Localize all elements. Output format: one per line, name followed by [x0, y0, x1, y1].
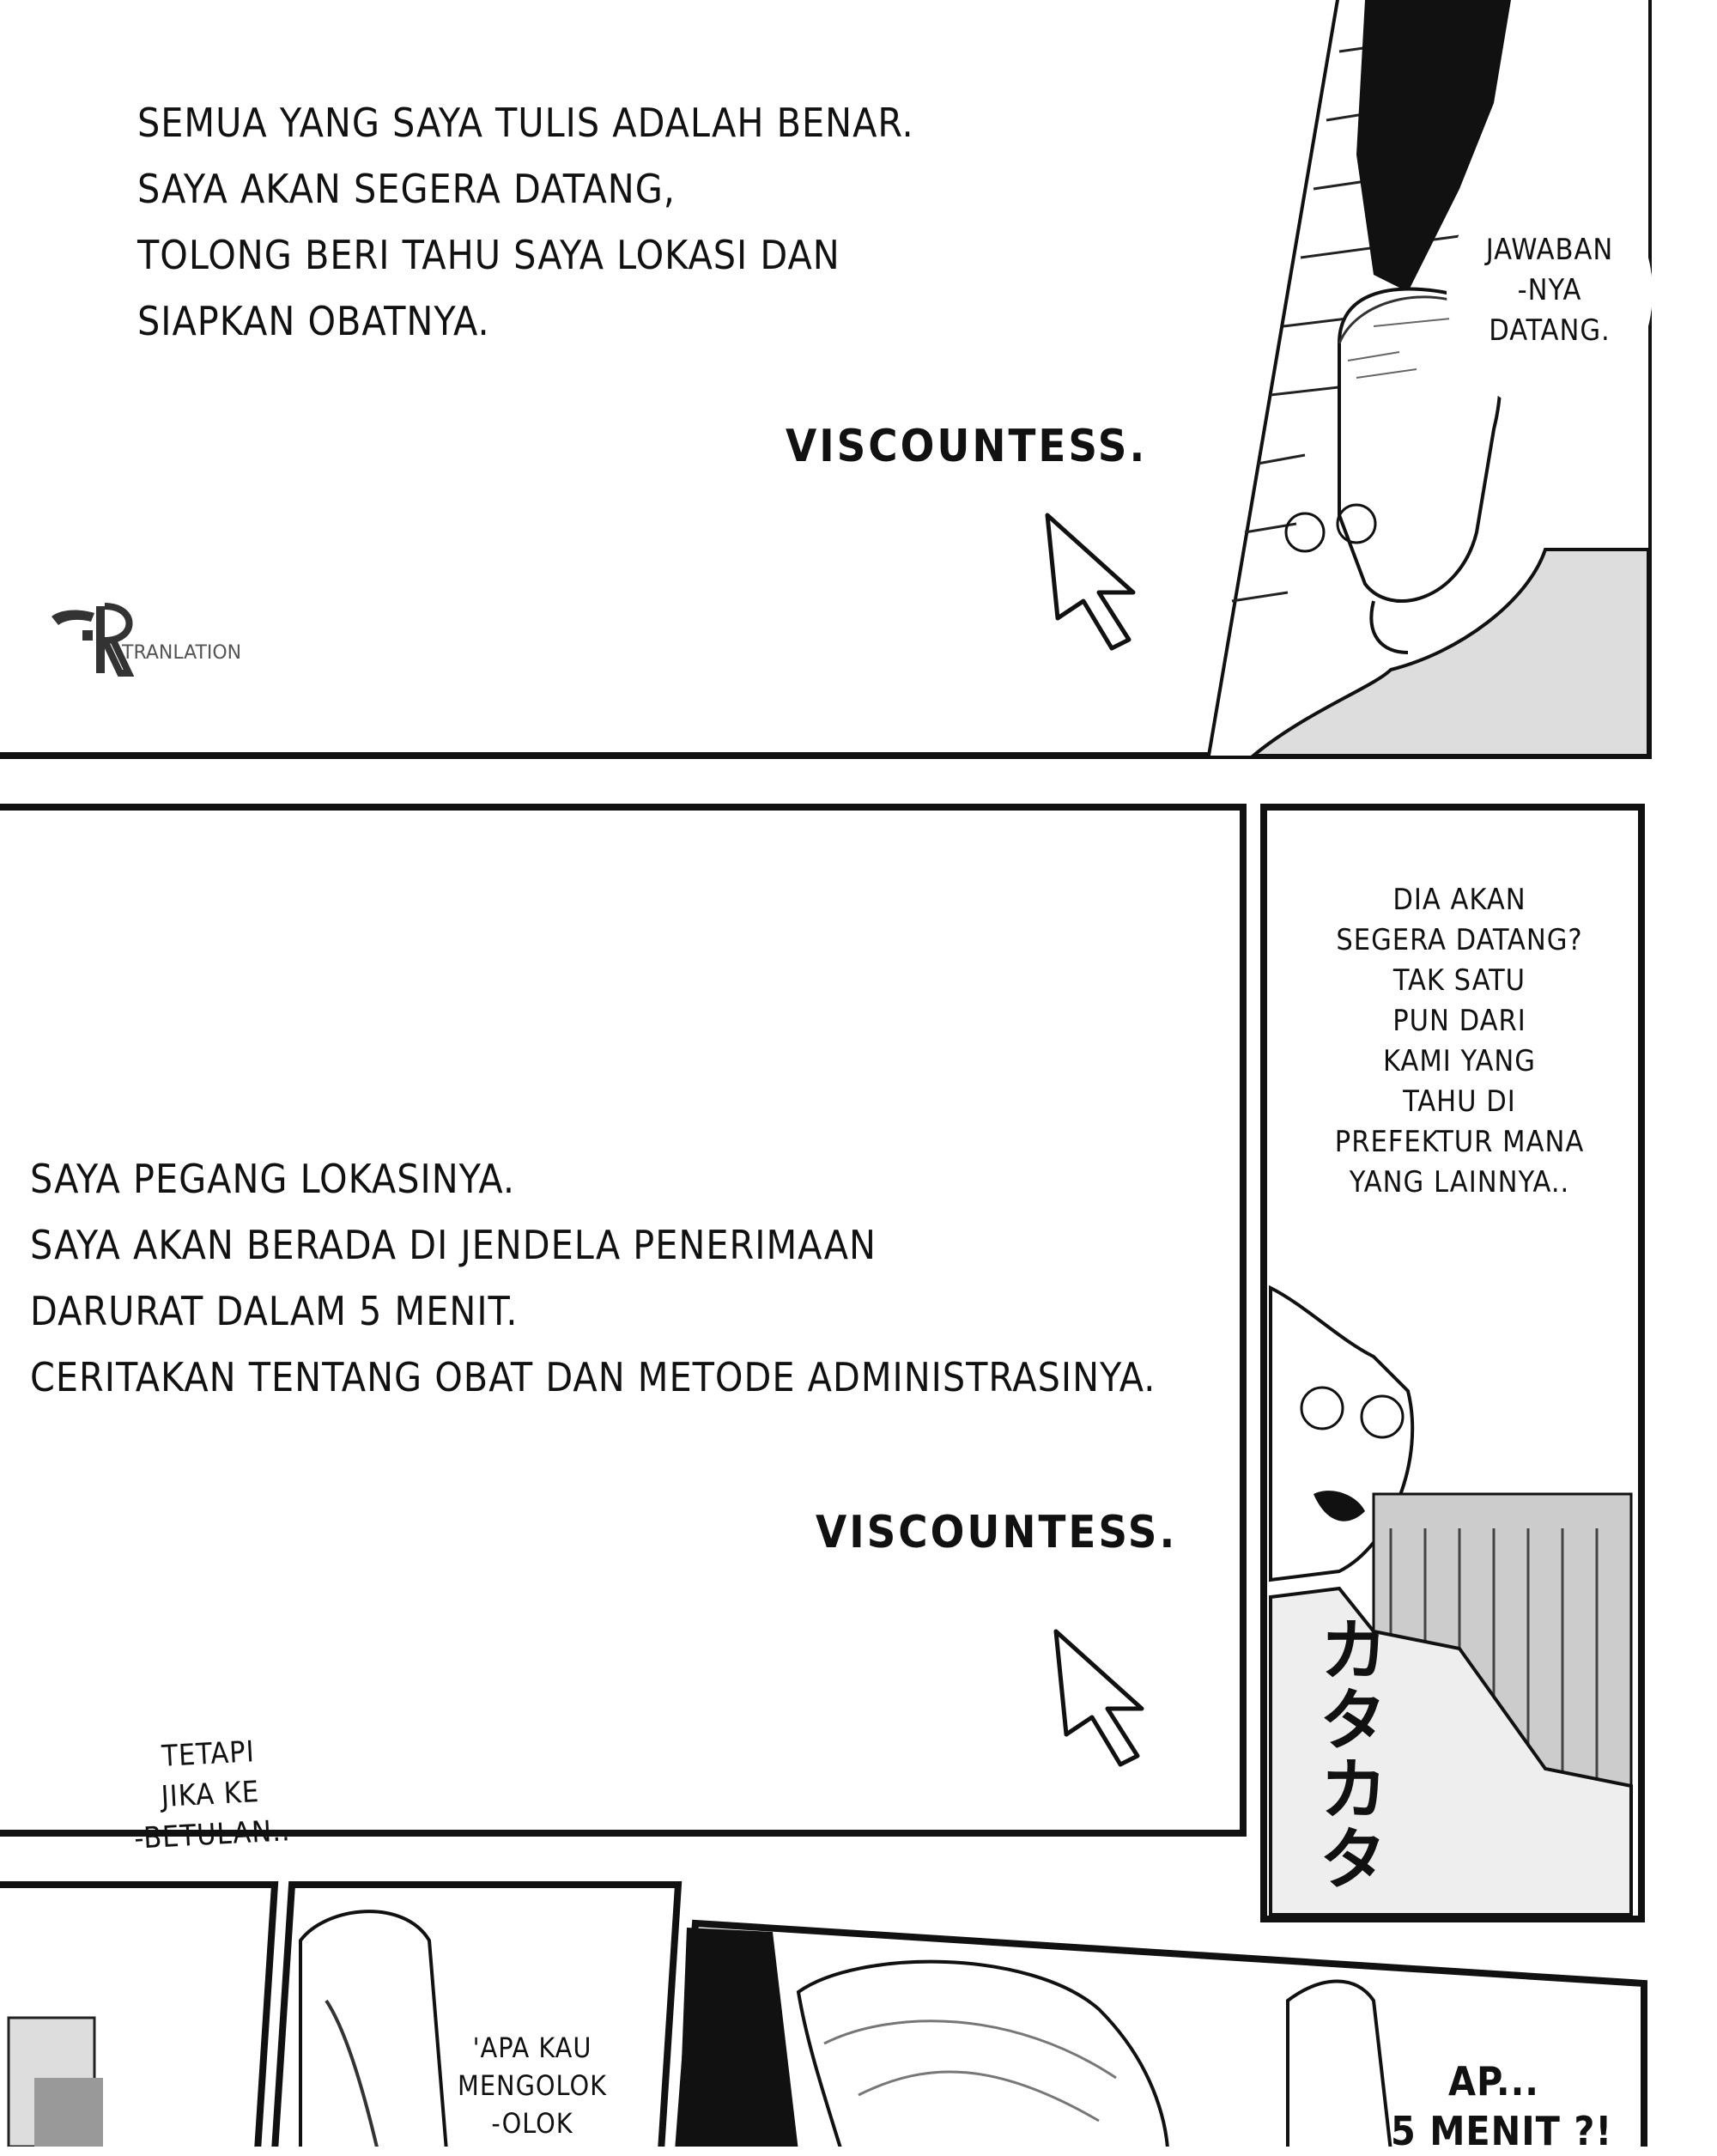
bubble-line: SEGERA DATANG?	[1336, 923, 1583, 957]
watermark-text: TRANLATION	[122, 642, 242, 664]
bubble-line: DATANG.	[1489, 313, 1611, 348]
bubble-line: -NYA	[1517, 273, 1582, 307]
bubble-line: KAMI YANG	[1382, 1044, 1537, 1078]
bubble-line: JAWABAN	[1485, 233, 1614, 267]
message-line: tolong beri tahu saya lokasi dan	[137, 232, 840, 278]
message-line: Saya akan segera datang,	[137, 166, 676, 212]
panel-3-left-bubble: TETAPI JIKA KE -BETULAN..	[108, 1729, 312, 1861]
panel-2-signature: VISCOUNTESS.	[816, 1507, 1178, 1558]
bubble-line: TAK SATU	[1392, 963, 1526, 998]
message-line: Saya akan berada di jendela penerimaan	[30, 1222, 877, 1268]
bubble-line: 'APA KAU	[472, 2031, 592, 2064]
bubble-line: -OLOK	[491, 2107, 573, 2140]
bubble-line: AP...	[1447, 2058, 1540, 2104]
message-line: Semua yang saya tulis adalah benar.	[137, 100, 914, 146]
bubble-line: TAHU DI	[1403, 1084, 1516, 1119]
panel-3-right-bubble: AP... 5 MENIT ?!	[1391, 2056, 1613, 2156]
bubble-line: DIA AKAN	[1392, 883, 1526, 917]
cursor-arrow-icon	[1053, 1629, 1144, 1767]
panel-3-art	[0, 1881, 1647, 2147]
bubble-line: MENGOLOK	[458, 2069, 607, 2102]
panel-2-art	[0, 804, 1645, 1922]
panel-2-sound-effect: カタカタ	[1308, 1614, 1388, 1892]
watermark-logo	[52, 603, 135, 677]
bubble-line: 5 MENIT ?!	[1391, 2108, 1613, 2154]
panel-1-speech-bubble: JAWABAN -NYA DATANG.	[1464, 230, 1635, 351]
message-line: Saya pegang lokasinya.	[30, 1156, 515, 1202]
bubble-line: YANG LAINNYA..	[1349, 1165, 1570, 1199]
panel-1-message: Semua yang saya tulis adalah benar. Saya…	[137, 90, 914, 355]
message-line: siapkan obatnya.	[137, 298, 490, 344]
scanlation-watermark: TRANLATION	[43, 601, 249, 678]
message-line: darurat dalam 5 menit.	[30, 1288, 519, 1334]
cursor-arrow-icon	[1045, 513, 1136, 651]
panel-1-art	[0, 0, 1653, 759]
panel-3-mid-bubble: 'APA KAU MENGOLOK -OLOK	[434, 2029, 631, 2142]
bubble-line: PUN DARI	[1392, 1004, 1526, 1038]
panel-2-speech-bubble: DIA AKAN SEGERA DATANG? TAK SATU PUN DAR…	[1288, 880, 1631, 1203]
panel-2-message: Saya pegang lokasinya. Saya akan berada …	[30, 1146, 1156, 1411]
message-line: Ceritakan tentang obat dan metode admini…	[30, 1354, 1156, 1400]
bubble-line: PREFEKTUR MANA	[1334, 1125, 1585, 1159]
panel-2-frame	[0, 804, 1247, 1837]
panel-1-signature: VISCOUNTESS.	[786, 421, 1148, 472]
